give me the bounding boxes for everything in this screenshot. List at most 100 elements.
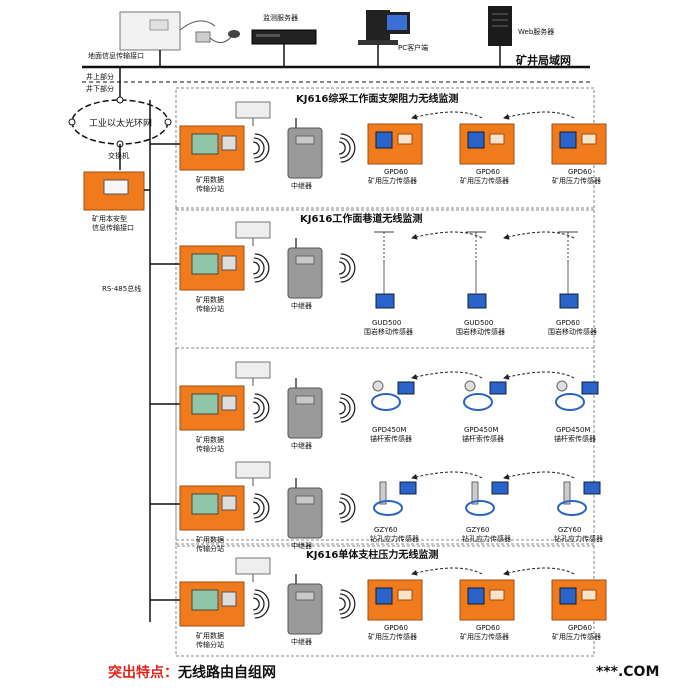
- sensor-display: [467, 587, 485, 605]
- substation-keypad: [221, 135, 237, 151]
- sensor-name: 围岩移动传感器: [548, 327, 597, 336]
- borehole-sensor-body: [491, 481, 509, 495]
- substation-label-2: 传输分站: [196, 544, 224, 553]
- cable-coil: [555, 393, 585, 411]
- wireless-icon: [253, 401, 260, 415]
- sensor-model: GPD60: [556, 319, 580, 327]
- sensor-label-plate: [397, 133, 413, 145]
- sensor-model: GPD60: [384, 624, 408, 632]
- anchor-sensor-body: [489, 381, 507, 395]
- web-server-label: Web服务器: [518, 27, 554, 36]
- wireless-link-arrow: [411, 111, 483, 120]
- ground-divider: 井上部分 井下部分: [82, 72, 590, 93]
- sensor-name: 锚杆索传感器: [554, 434, 596, 443]
- borehole-probe: [379, 481, 387, 505]
- displacement-sensor-body: [467, 293, 487, 309]
- sensor-model: GZY60: [374, 526, 397, 534]
- sensor-model: GPD450M: [556, 426, 590, 434]
- monitor-server-label: 监测服务器: [263, 13, 298, 22]
- relay-panel: [295, 591, 315, 601]
- wireless-link-arrow: [411, 371, 483, 380]
- borehole-sensor-body: [399, 481, 417, 495]
- wireless-icon: [253, 141, 260, 155]
- wireless-icon: [340, 133, 356, 163]
- sensor-label-plate: [397, 589, 413, 601]
- cable-plug: [228, 30, 240, 38]
- substation-screen: [191, 493, 219, 515]
- wireless-link-arrow: [503, 471, 575, 480]
- pc-keyboard: [358, 40, 398, 45]
- borehole-probe: [471, 481, 479, 505]
- watermark: ***.COM: [596, 664, 660, 680]
- sensor-model: GPD450M: [372, 426, 406, 434]
- wireless-icon: [254, 393, 270, 423]
- relay-label: 中继器: [291, 541, 312, 550]
- wireless-icon: [254, 589, 270, 619]
- cable-coil: [557, 500, 587, 516]
- surface-devices: 地面信息传输接口 监测服务器 PC客户端 Web服务器: [88, 6, 554, 60]
- cable-coil: [465, 500, 495, 516]
- sensor-name: 围岩移动传感器: [456, 327, 505, 336]
- ring-network-label: 工业以太光环网: [89, 117, 152, 129]
- pc-client-label: PC客户端: [398, 43, 428, 52]
- sensor-name: 矿用压力传感器: [460, 632, 509, 641]
- anchor-head: [372, 380, 384, 392]
- wireless-icon: [253, 497, 265, 519]
- section-row: KJ616工作面巷道无线监测矿用数据传输分站中继器GUD500围岩移动传感器GU…: [150, 212, 597, 336]
- wireless-link-arrow: [503, 111, 575, 120]
- sensor-label-plate: [581, 589, 597, 601]
- wireless-icon: [340, 589, 356, 619]
- substation-label-1: 矿用数据: [196, 535, 224, 544]
- below-ground-label: 井下部分: [86, 84, 114, 93]
- substation-keypad: [221, 255, 237, 271]
- displacement-sensor-body: [375, 293, 395, 309]
- sensor-name: 矿用压力传感器: [368, 632, 417, 641]
- cable-coil: [373, 500, 403, 516]
- wireless-icon: [339, 497, 351, 519]
- wireless-icon: [253, 397, 265, 419]
- wireless-icon: [339, 141, 346, 155]
- wireless-icon: [253, 597, 260, 611]
- wireless-icon: [340, 393, 356, 423]
- relay-panel: [295, 495, 315, 505]
- sensor-name: 锚杆索传感器: [370, 434, 412, 443]
- above-ground-label: 井上部分: [86, 72, 114, 81]
- sensor-model: GUD500: [372, 319, 401, 327]
- section-title: KJ616单体支柱压力无线监测: [306, 548, 438, 561]
- sensor-model: GPD60: [568, 624, 592, 632]
- wireless-icon: [253, 137, 265, 159]
- wireless-icon: [254, 493, 270, 523]
- relay-panel: [295, 395, 315, 405]
- anchor-head: [464, 380, 476, 392]
- cable-coil: [463, 393, 493, 411]
- wireless-icon: [339, 401, 346, 415]
- sensor-display: [375, 587, 393, 605]
- sensor-display: [375, 131, 393, 149]
- wireless-link-arrow: [411, 471, 483, 480]
- substation-label-1: 矿用数据: [196, 175, 224, 184]
- section-title: KJ616综采工作面支架阻力无线监测: [296, 92, 458, 105]
- wireless-icon: [340, 493, 356, 523]
- wireless-link-arrow: [503, 567, 575, 576]
- wireless-icon: [253, 261, 260, 275]
- wireless-link-arrow: [411, 567, 483, 576]
- monitoring-sections: KJ616综采工作面支架阻力无线监测矿用数据传输分站中继器GPD60矿用压力传感…: [150, 87, 607, 657]
- anchor-sensor-body: [397, 381, 415, 395]
- wireless-icon: [254, 133, 270, 163]
- wireless-icon: [339, 397, 351, 419]
- converter-device: [195, 31, 211, 43]
- wireless-icon: [339, 593, 351, 615]
- wireless-icon: [339, 137, 351, 159]
- substation-label-1: 矿用数据: [196, 631, 224, 640]
- relay-label: 中继器: [291, 637, 312, 646]
- junction-box: [235, 361, 271, 379]
